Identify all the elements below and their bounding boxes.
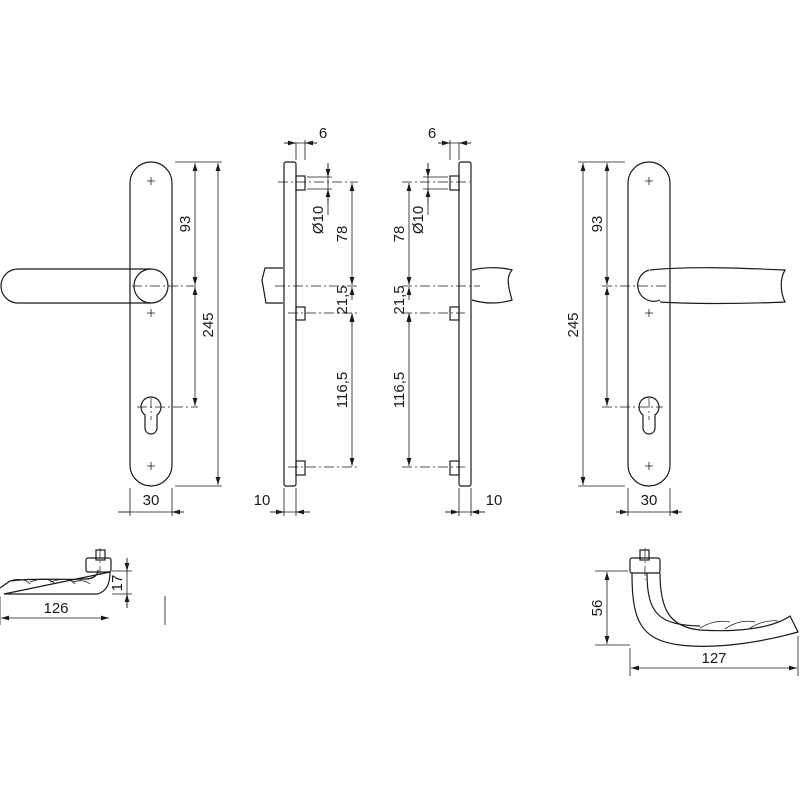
lever [649,267,787,305]
front-view-left: 93 245 30 [0,161,222,516]
front-view-right: 93 245 30 [565,161,787,516]
pin [449,460,460,476]
plate-side [458,161,472,487]
dim-116-5: 116,5 [334,372,351,408]
screw-icon [644,308,654,318]
pin [295,306,306,321]
plate-side [283,161,297,487]
pin [295,175,306,191]
dim-126: 126 [43,600,68,617]
lever-top-view-straight: 17 126 [0,548,166,625]
dim-21-5: 21,5 [391,285,408,314]
dim-30: 30 [641,492,658,509]
cylinder-stub [261,267,283,304]
dim-93: 93 [177,216,194,233]
screw-icon [644,176,654,186]
dim-30: 30 [143,492,160,509]
lever-side [471,267,514,304]
rosette [637,269,661,302]
side-view-left: 6 Ø10 78 21,5 116,5 10 [254,125,358,516]
dim-127: 127 [701,650,726,667]
dim-245: 245 [565,312,582,337]
lever-top-view-curved: 56 127 [589,548,799,676]
dim-diameter-10: Ø10 [310,206,327,234]
pin [295,460,306,476]
dim-17: 17 [109,575,126,592]
screw-icon [644,461,654,471]
dim-10: 10 [486,492,503,509]
dim-78: 78 [391,226,408,243]
screw-icon [146,308,156,318]
backplate [129,161,173,487]
dim-diameter-10: Ø10 [410,206,427,234]
dim-56: 56 [589,600,606,617]
pin [449,306,460,321]
pin [449,175,460,191]
side-view-right: 6 Ø10 78 21,5 116,5 10 [391,125,514,516]
keyhole-icon [638,396,660,435]
dim-6: 6 [428,125,436,142]
lever [0,268,151,304]
dim-10: 10 [254,492,271,509]
dim-245: 245 [200,312,217,337]
screw-icon [146,461,156,471]
dim-93: 93 [589,216,606,233]
screw-icon [146,176,156,186]
dim-116-5: 116,5 [391,372,408,408]
dim-78: 78 [334,226,351,243]
dim-6: 6 [319,125,327,142]
keyhole-icon [140,396,162,435]
dim-21-5: 21,5 [334,285,351,314]
backplate [627,161,671,487]
